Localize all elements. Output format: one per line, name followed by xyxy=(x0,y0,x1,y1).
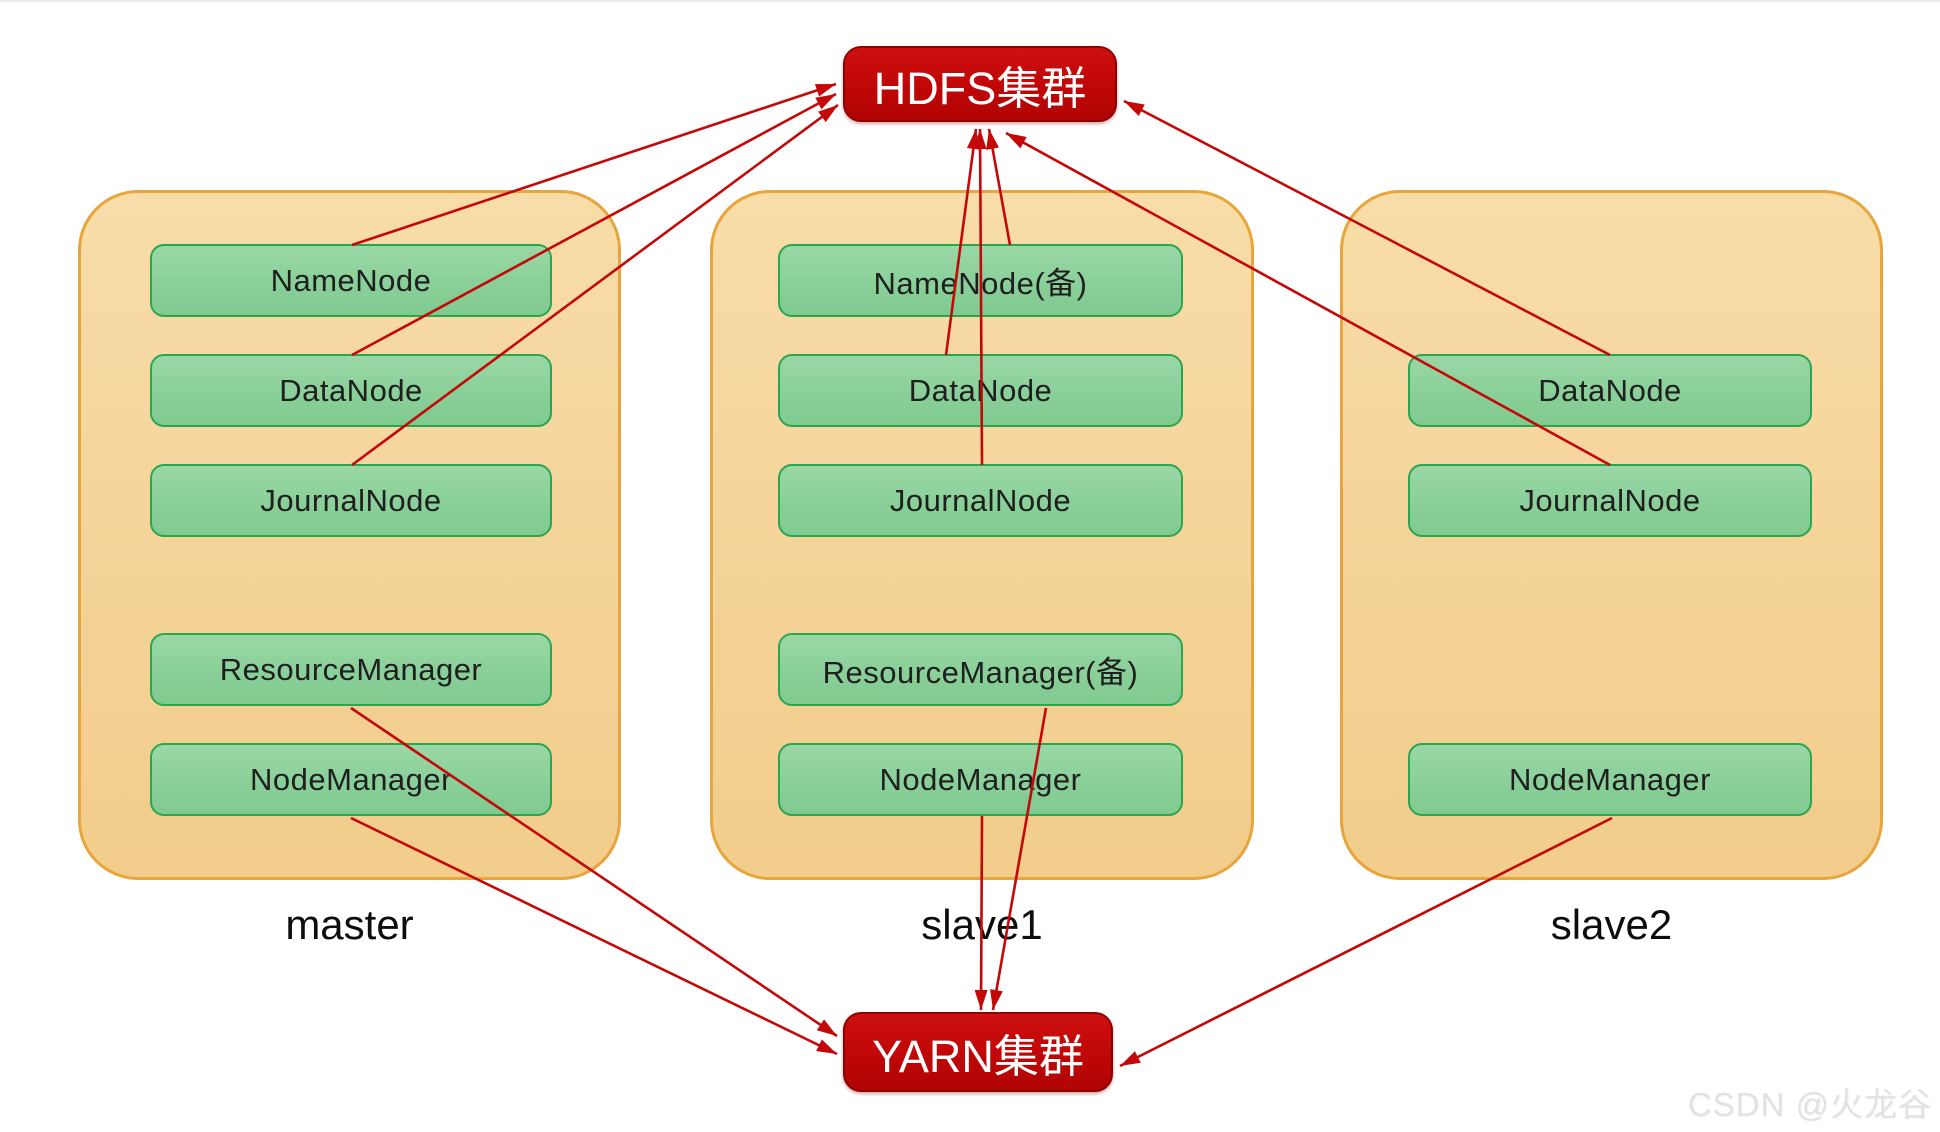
service-box-slave1-journalnode: JournalNode xyxy=(778,464,1183,537)
service-box-master-namenode: NameNode xyxy=(150,244,552,317)
yarn-cluster-label: YARN集群 xyxy=(872,1030,1084,1082)
arrow-master-datanode-to-hdfs xyxy=(351,92,837,357)
arrow-master-resourcemanager-to-yarn xyxy=(350,706,838,1038)
hdfs-cluster-box: HDFS集群 xyxy=(843,46,1117,122)
service-box-master-datanode: DataNode xyxy=(150,354,552,427)
arrow-master-nodemanager-to-yarn xyxy=(350,816,838,1056)
service-box-slave1-nodemanager: NodeManager xyxy=(778,743,1183,816)
arrow-slave2-datanode-to-hdfs xyxy=(1123,99,1611,357)
arrow-slave2-nodemanager-to-yarn xyxy=(1119,816,1613,1068)
arrow-master-namenode-to-hdfs xyxy=(351,82,837,247)
host-label-slave2: slave2 xyxy=(1550,901,1673,948)
hdfs-cluster-label: HDFS集群 xyxy=(873,62,1087,114)
arrow-slave1-datanode-to-hdfs xyxy=(944,128,980,356)
service-box-slave2-nodemanager: NodeManager xyxy=(1408,743,1812,816)
service-box-master-nodemanager: NodeManager xyxy=(150,743,552,816)
arrow-slave1-namenode-to-hdfs xyxy=(986,128,1012,246)
service-box-slave2-journalnode: JournalNode xyxy=(1408,464,1812,537)
host-label-master: master xyxy=(285,901,414,948)
service-box-master-journalnode: JournalNode xyxy=(150,464,552,537)
arrow-master-journalnode-to-hdfs xyxy=(351,103,839,467)
service-box-master-resourcemanager: ResourceManager xyxy=(150,633,552,706)
yarn-cluster-box: YARN集群 xyxy=(843,1012,1113,1092)
arrow-slave1-resourcemanager-to-yarn xyxy=(990,707,1048,1011)
arrow-slave2-journalnode-to-hdfs xyxy=(1005,131,1611,467)
csdn-watermark: CSDN @火龙谷 xyxy=(1687,1086,1932,1123)
arrow-slave1-journalnode-to-hdfs xyxy=(973,128,987,466)
service-box-slave1-resourcemanager-standby: ResourceManager(备) xyxy=(778,633,1183,706)
arrow-slave1-nodemanager-to-yarn xyxy=(974,815,988,1011)
